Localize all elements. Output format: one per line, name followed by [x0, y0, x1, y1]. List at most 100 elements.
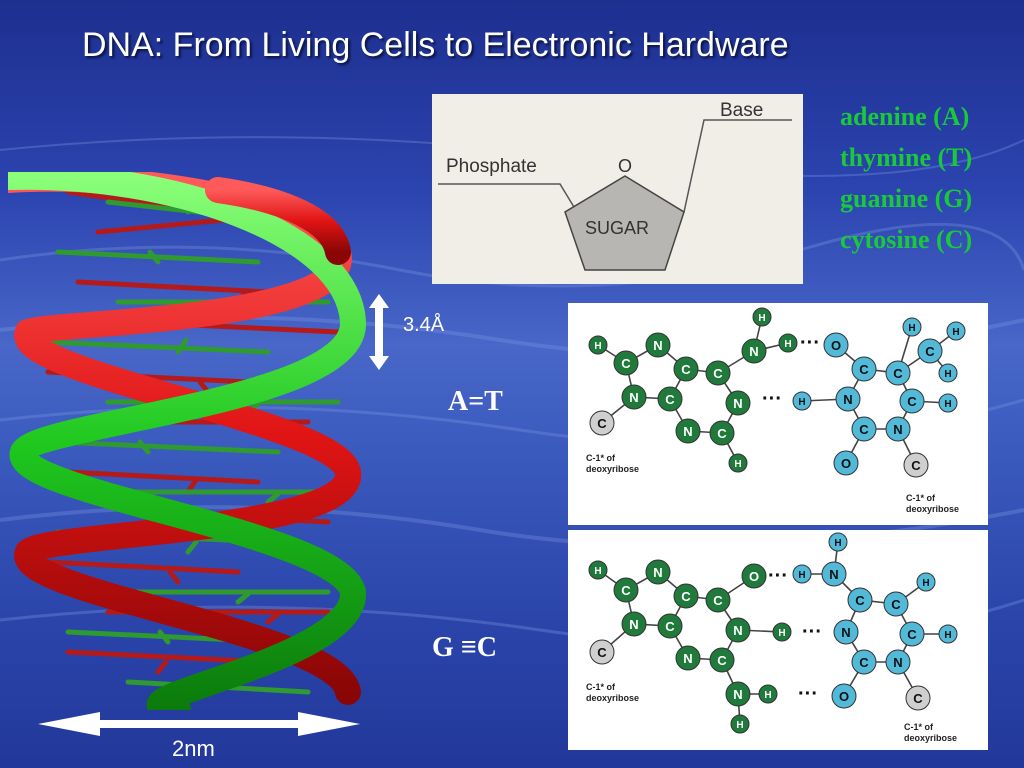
atom-h	[938, 393, 958, 413]
gc-pair-label: G ≡C	[432, 632, 497, 663]
atom-label: H	[784, 339, 791, 350]
atom-label: C	[907, 394, 917, 409]
atom-label: C	[681, 589, 691, 604]
at-pair-label: A=T	[448, 386, 503, 417]
nucleotide-diagram: Phosphate O Base SUGAR	[432, 94, 803, 284]
atom-h	[778, 333, 798, 353]
atom-label: H	[736, 720, 743, 731]
atom-c	[709, 420, 735, 446]
atom-label: C	[713, 593, 723, 608]
atom-label: C	[855, 593, 865, 608]
atom-label: H	[798, 570, 805, 581]
atom-label: N	[733, 687, 742, 702]
atom-h	[772, 622, 792, 642]
atom-label: N	[843, 392, 852, 407]
atom-c	[589, 410, 615, 436]
atom-c	[613, 350, 639, 376]
atom-label: C	[911, 458, 921, 473]
atom-n	[725, 617, 751, 643]
atom-o	[831, 683, 857, 709]
atom-label: C	[913, 691, 923, 706]
atom-c	[847, 587, 873, 613]
atom-label: N	[733, 396, 742, 411]
atom-c	[705, 587, 731, 613]
atom-c	[613, 577, 639, 603]
atom-c	[903, 452, 929, 478]
c1-note-line2: deoxyribose	[586, 693, 639, 703]
atom-label: H	[764, 690, 771, 701]
atom-n	[621, 384, 647, 410]
atom-label: H	[944, 369, 951, 380]
atom-n	[833, 619, 859, 645]
sugar-label: SUGAR	[585, 218, 649, 238]
atom-h	[902, 317, 922, 337]
atom-h	[588, 335, 608, 355]
atom-h	[588, 560, 608, 580]
atom-label: C	[859, 655, 869, 670]
atom-label: N	[893, 422, 902, 437]
atom-c	[899, 621, 925, 647]
atom-label: C	[859, 362, 869, 377]
atom-label: C	[597, 645, 607, 660]
atom-n	[621, 611, 647, 637]
atom-h	[938, 624, 958, 644]
atom-o	[823, 332, 849, 358]
legend-adenine: adenine (A)	[840, 102, 970, 131]
atom-label: H	[834, 538, 841, 549]
atom-label: C	[621, 356, 631, 371]
atom-label: H	[908, 323, 915, 334]
atom-label: O	[831, 338, 841, 353]
atom-label: C	[665, 392, 675, 407]
atom-label: O	[841, 456, 851, 471]
atom-label: N	[653, 565, 662, 580]
atom-label: C	[717, 426, 727, 441]
atom-label: C	[717, 653, 727, 668]
atom-c	[657, 386, 683, 412]
atom-label: N	[629, 390, 638, 405]
atom-label: C	[891, 597, 901, 612]
atom-label: H	[952, 327, 959, 338]
atom-o	[741, 563, 767, 589]
rise-arrow	[369, 294, 389, 370]
atom-h	[792, 564, 812, 584]
atom-o	[833, 450, 859, 476]
atom-n	[645, 332, 671, 358]
atom-label: C	[925, 344, 935, 359]
hydrogen-bond-dots: ···	[800, 332, 820, 354]
width-arrow	[38, 712, 360, 736]
atom-label: C	[621, 583, 631, 598]
atom-h	[916, 572, 936, 592]
atom-n	[675, 418, 701, 444]
atom-c	[673, 583, 699, 609]
atom-n	[741, 338, 767, 364]
atom-n	[885, 416, 911, 442]
atom-label: H	[758, 313, 765, 324]
atom-label: H	[798, 397, 805, 408]
legend-cytosine: cytosine (C)	[840, 225, 973, 254]
atom-label: C	[907, 627, 917, 642]
c1-note-line2: deoxyribose	[904, 733, 957, 743]
atom-c	[851, 649, 877, 675]
slide-title: DNA: From Living Cells to Electronic Har…	[82, 26, 789, 64]
atom-h	[946, 321, 966, 341]
atom-c	[905, 685, 931, 711]
rise-label: 3.4Å	[403, 314, 445, 336]
c1-note-line1: C-1* of	[586, 453, 616, 463]
width-label: 2nm	[172, 736, 215, 761]
hydrogen-bond-dots: ···	[762, 388, 782, 410]
base-label: Base	[720, 100, 763, 121]
atom-label: H	[734, 459, 741, 470]
c1-note-line1: C-1* of	[904, 722, 934, 732]
atom-n	[645, 559, 671, 585]
atom-c	[883, 591, 909, 617]
atom-n	[725, 390, 751, 416]
hydrogen-bond-dots: ···	[798, 683, 818, 705]
atom-label: O	[749, 569, 759, 584]
atom-c	[657, 613, 683, 639]
atom-c	[673, 356, 699, 382]
atom-c	[851, 416, 877, 442]
atom-c	[589, 639, 615, 665]
dna-helix-image	[8, 172, 366, 710]
hydrogen-bond-dots: ···	[768, 565, 788, 587]
